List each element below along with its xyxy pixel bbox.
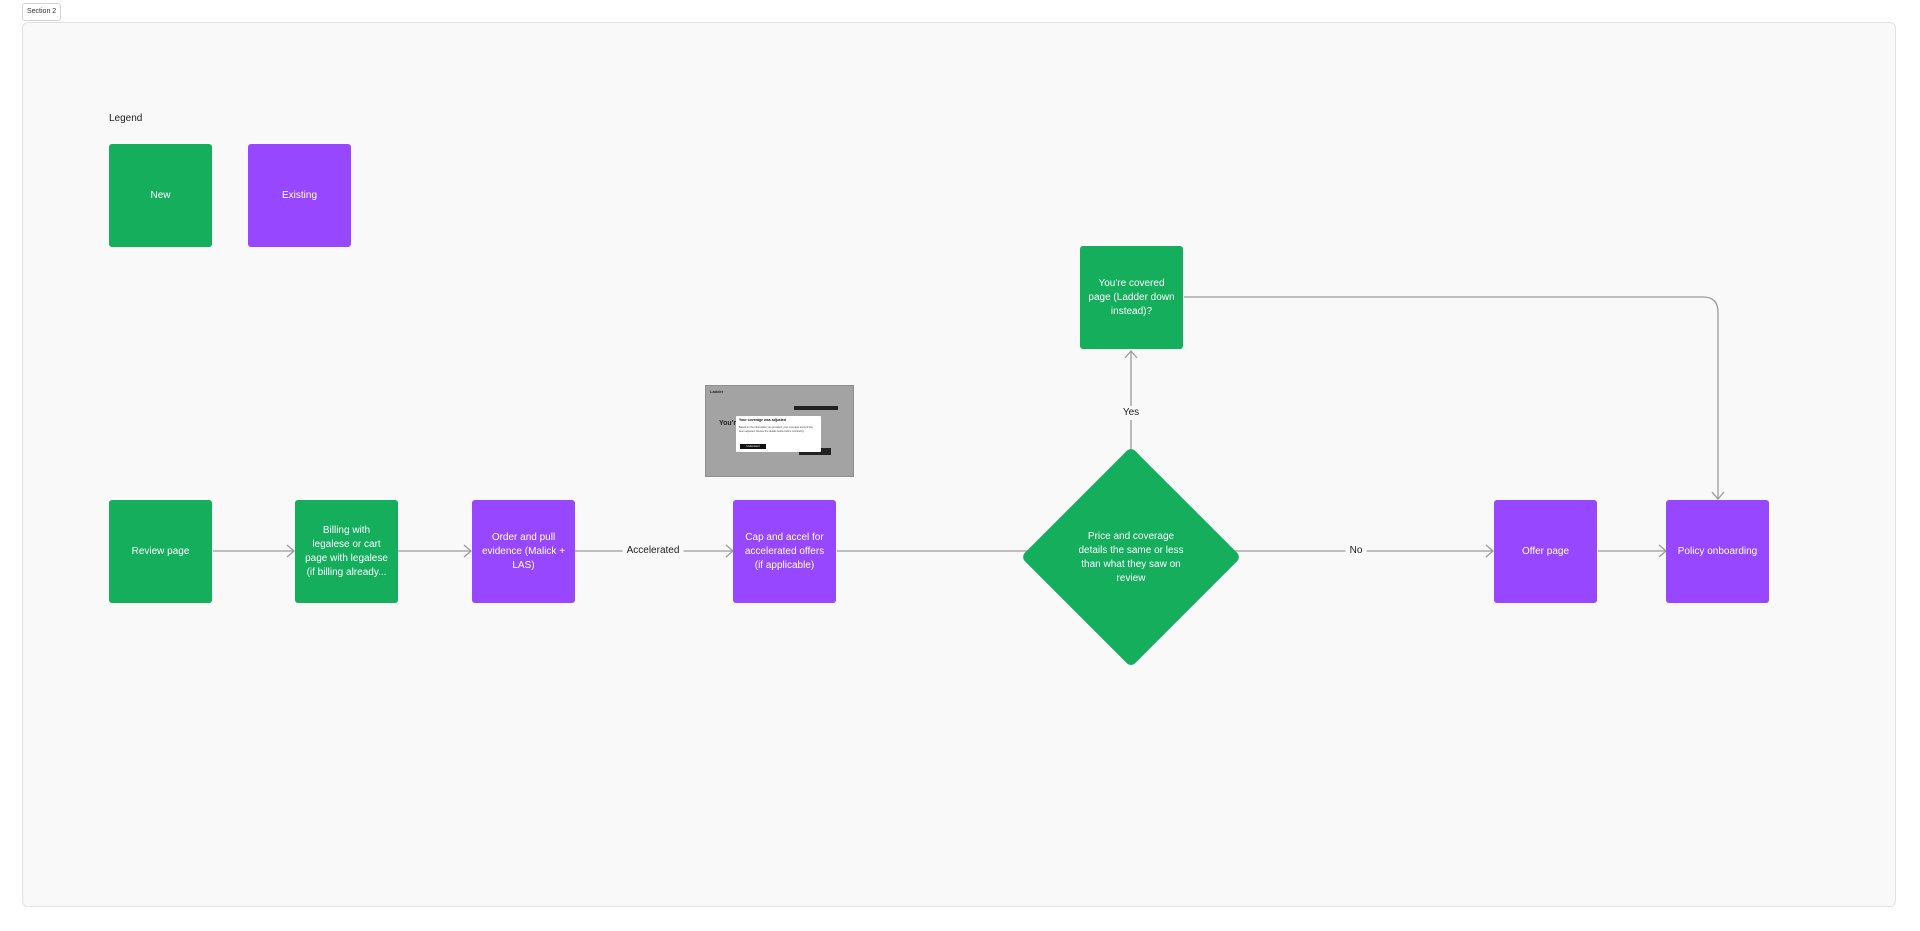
screenshot-thumbnail[interactable]: Ladder You'r Your coverage was adjusted … (705, 385, 854, 477)
thumbnail-brand: Ladder (710, 389, 724, 394)
legend-new[interactable]: New (109, 144, 212, 247)
thumbnail-modal-button: Understood (740, 444, 766, 449)
node-offer-page[interactable]: Offer page (1494, 500, 1597, 603)
edge-label-no: No (1345, 544, 1367, 558)
node-billing[interactable]: Billing with legalese or cart page with … (295, 500, 398, 603)
thumbnail-modal-body: Based on the information you provided, y… (739, 426, 813, 433)
thumbnail-modal: Your coverage was adjusted Based on the … (736, 416, 821, 452)
section-label[interactable]: Section 2 (22, 3, 62, 21)
legend-title: Legend (109, 113, 143, 124)
node-youre-covered[interactable]: You're covered page (Ladder down instead… (1080, 246, 1183, 349)
legend-existing[interactable]: Existing (248, 144, 351, 247)
node-review-page[interactable]: Review page (109, 500, 212, 603)
node-decision-label: Price and coverage details the same or l… (1078, 530, 1184, 584)
node-order-evidence[interactable]: Order and pull evidence (Malick + LAS) (472, 500, 575, 603)
node-cap-accel[interactable]: Cap and accel for accelerated offers (if… (733, 500, 836, 603)
thumbnail-heading: You'r (719, 420, 737, 427)
edge-label-yes: Yes (1118, 406, 1144, 420)
thumbnail-modal-title: Your coverage was adjusted (739, 418, 787, 422)
edge-covered-onboarding (1184, 296, 1719, 498)
node-policy-onboarding[interactable]: Policy onboarding (1666, 500, 1769, 603)
thumbnail-bar (794, 406, 838, 410)
edge-label-accelerated: Accelerated (622, 544, 684, 558)
